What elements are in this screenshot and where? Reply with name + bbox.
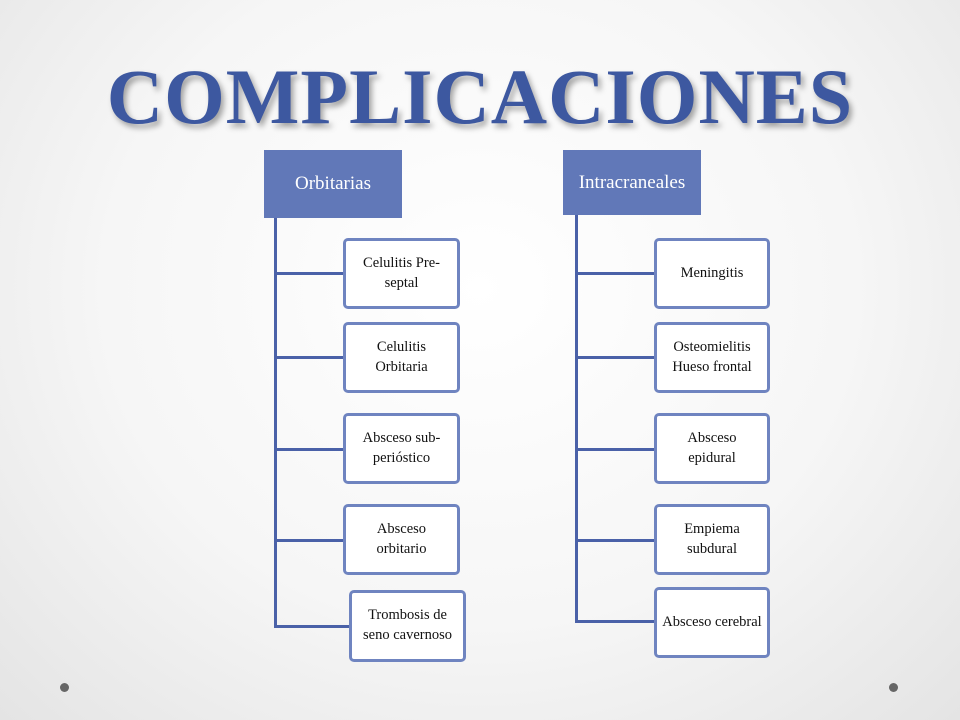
connector-horizontal (575, 448, 655, 451)
node-absceso-cerebral: Absceso cerebral (654, 587, 770, 658)
node-meningitis: Meningitis (654, 238, 770, 309)
connector-horizontal (575, 272, 655, 275)
connector-horizontal (575, 620, 655, 623)
node-celulitis-pre-septal: Celulitis Pre-septal (343, 238, 460, 309)
connector-horizontal (274, 448, 344, 451)
connector-vertical (274, 218, 277, 628)
node-absceso-subperiostico: Absceso sub-perióstico (343, 413, 460, 484)
node-celulitis-orbitaria: Celulitis Orbitaria (343, 322, 460, 393)
connector-vertical (575, 215, 578, 623)
connector-horizontal (575, 539, 655, 542)
node-trombosis-seno-cavernoso: Trombosis de seno cavernoso (349, 590, 466, 662)
decorative-dot-left (60, 683, 69, 692)
connector-horizontal (274, 272, 344, 275)
decorative-dot-right (889, 683, 898, 692)
node-absceso-epidural: Absceso epidural (654, 413, 770, 484)
slide-title: COMPLICACIONES (106, 53, 854, 140)
connector-horizontal (274, 356, 344, 359)
node-osteomielitis-hueso-frontal: Osteomielitis Hueso frontal (654, 322, 770, 393)
node-empiema-subdural: Empiema subdural (654, 504, 770, 575)
group-header-orbitarias: Orbitarias (264, 150, 402, 218)
node-absceso-orbitario: Absceso orbitario (343, 504, 460, 575)
connector-horizontal (575, 356, 655, 359)
connector-horizontal (274, 539, 344, 542)
group-header-intracraneales: Intracraneales (563, 150, 701, 215)
connector-horizontal (274, 625, 350, 628)
